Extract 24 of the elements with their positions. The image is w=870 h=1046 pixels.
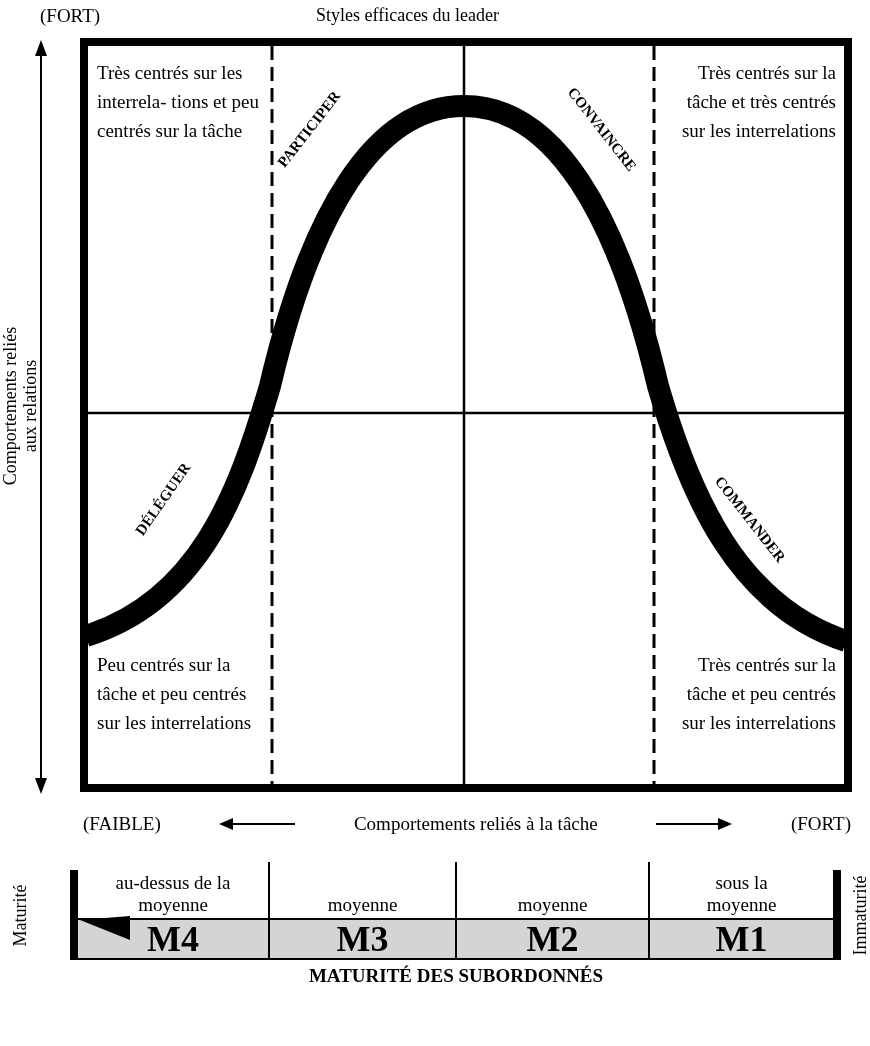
diagram-caption: MATURITÉ DES SUBORDONNÉS — [307, 964, 605, 988]
axis-end-label: (FORT) — [790, 812, 851, 836]
maturity-cell: M3 — [270, 918, 455, 960]
axis-end-label: (FAIBLE) — [83, 812, 161, 836]
maturity-level-label: au-dessus de la moyenne — [114, 872, 232, 916]
maturity-column — [455, 862, 648, 960]
axis-title: Comportements reliés à la tâche — [353, 812, 598, 836]
maturity-level-label: moyenne — [517, 894, 588, 916]
quadrant-note: Très centrés sur la tâche et peu centrés sur les interrelations — [680, 653, 836, 735]
maturity-cell: M1 — [650, 918, 833, 960]
maturity-level-label: moyenne — [327, 894, 398, 916]
diagram-title: Styles efficaces du leader — [316, 4, 500, 27]
maturity-column — [648, 862, 833, 960]
quadrant-note: Peu centrés sur la tâche et peu centrés sur les interrelations — [97, 653, 253, 735]
axis-end-label: Immaturité — [848, 874, 870, 958]
axis-title: Comportements reliés aux relations — [0, 325, 40, 488]
maturity-cell: M2 — [457, 918, 648, 960]
quadrant-note: Très centrés sur les interrela- tions et peu centrés sur la tâche — [97, 61, 259, 143]
maturity-level-label: sous la moyenne — [705, 872, 778, 916]
maturity-cell: M4 — [78, 918, 268, 960]
axis-end-label: (FORT) — [40, 4, 102, 28]
quadrant-note: Très centrés sur la tâche et très centrés sur les interrelations — [680, 61, 836, 143]
maturity-column — [268, 862, 455, 960]
axis-end-label: Maturité — [8, 883, 31, 949]
